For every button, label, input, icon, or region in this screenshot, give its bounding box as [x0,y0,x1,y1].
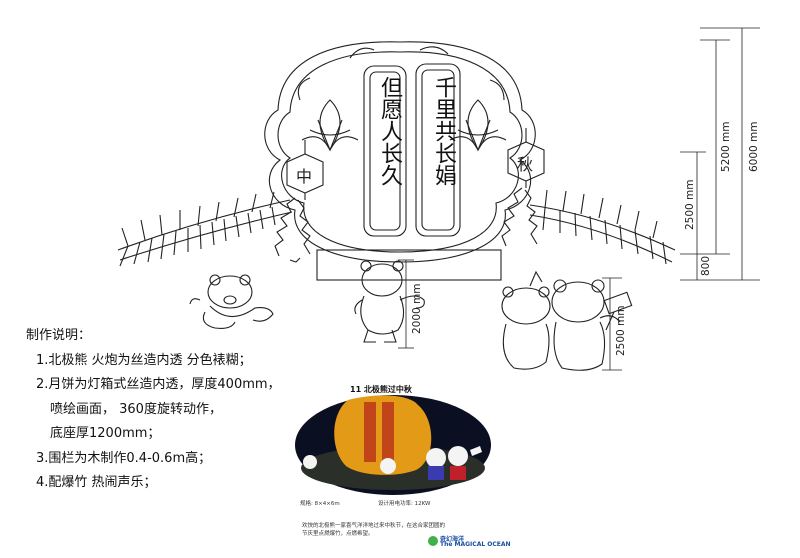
photo-desc-1: 欢快的北极熊一家喜气洋洋地过来中秋节，在这合家团圆的 [302,523,446,529]
note-2b: 喷绘画面， 360度旋转动作， [50,401,222,417]
bear-lying-left [189,274,274,329]
photo-power: 设计用电功率: 12KW [378,501,431,507]
dimension-lines-right [680,27,760,281]
dim-6000: 6000 mm [748,121,760,172]
brand-en: The MAGICAL OCEAN [440,541,511,548]
dim-2000: 2000 mm [411,283,423,334]
firecracker-right [501,187,538,247]
dim-5200: 5200 mm [720,121,732,172]
firecracker-left [274,197,311,263]
note-2: 2.月饼为灯箱式丝造内透，厚度400mm， [36,377,281,392]
photo-caption: 11 北极熊过中秋 [350,385,412,394]
left-banner-frame [363,65,407,237]
right-banner-frame [415,63,461,237]
brand-cn: 奇幻海洋 [440,536,465,543]
note-4: 4.配爆竹 热闹声乐； [36,475,157,490]
photo-desc-2: 节庆里点燃爆竹，点燃希望。 [302,531,374,537]
dim-2500-bear: 2500 mm [615,305,627,356]
left-banner-text: 但愿人长久 [377,76,402,186]
right-flower-ornament [449,99,507,152]
brand-logo-icon [428,536,438,546]
lantern-right-char: 秋 [517,155,534,174]
bear-walking-center [354,260,425,343]
base-plate [316,249,502,281]
dim-2500-right: 2500 mm [684,179,696,230]
right-fence [529,204,676,251]
left-flower-ornament [301,99,359,152]
right-banner-text: 千里共长娟 [431,76,456,186]
production-notes: 制作说明： 1.北极熊 火炮为丝造内透 分色裱糊； 2.月饼为灯箱式丝造内透，厚… [26,324,281,496]
note-3: 3.围栏为木制作0.4-0.6m高； [36,450,212,466]
note-2c: 底座厚1200mm； [50,426,161,441]
dim-800: 800 [700,255,712,276]
bear-pair-right [501,270,633,371]
left-fence-blades [119,191,276,267]
photo-size: 规格: 8×4×6m [300,501,340,507]
note-1: 1.北极熊 火炮为丝造内透 分色裱糊； [36,352,252,368]
lantern-left-char: 中 [296,167,313,186]
notes-title: 制作说明： [26,328,92,343]
photo-scene [301,395,485,490]
left-fence [117,199,291,251]
